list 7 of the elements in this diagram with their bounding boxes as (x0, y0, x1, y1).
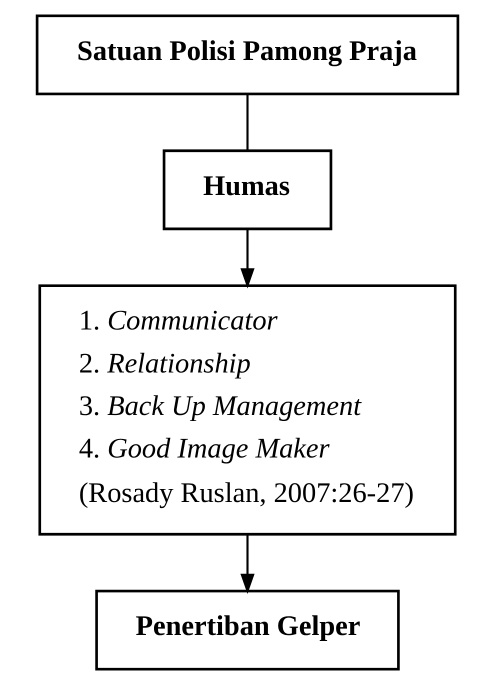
arrow (240, 534, 254, 594)
node-box: Penertiban Gelper (94, 590, 400, 671)
arrow (240, 229, 254, 289)
node-box: 1. Communicator 2. Relationship 3. Back Up Management 4. Good Image Maker (Rosady Ruslan, 2007:26-27) (38, 284, 456, 536)
node-box: Humas (162, 149, 332, 230)
connector (246, 94, 248, 151)
node-box: Satuan Polisi Pamong Praja (35, 14, 459, 96)
